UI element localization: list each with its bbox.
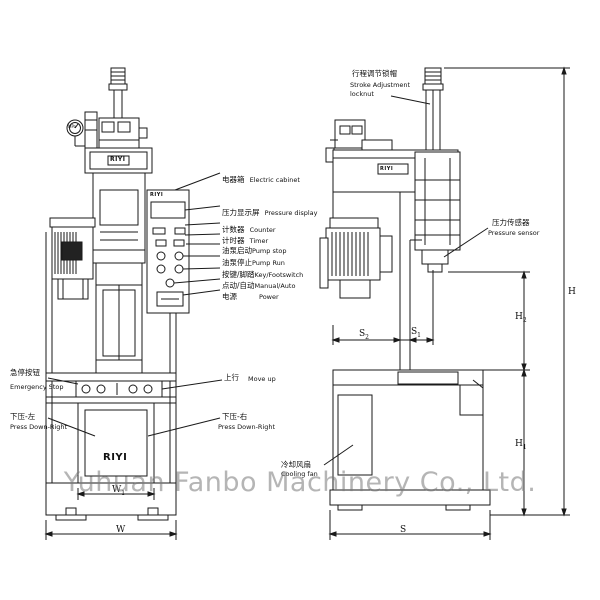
brand-badge-front-top: RIYI — [110, 156, 126, 163]
press-down-left-label-en: Press Down-Right — [10, 423, 68, 431]
panel-label-pump-stop: 油泵启动Pump stop — [222, 246, 287, 255]
pressure-gauge-icon — [66, 119, 90, 147]
company-watermark: Yuhuan Fanbo Machinery Co., Ltd. — [63, 467, 537, 498]
dimension-h1: H1 — [515, 439, 527, 451]
brand-badge-front-bottom: RIYI — [103, 452, 128, 463]
stroke-adjust-label-en-1: Stroke Adjustment — [350, 81, 411, 89]
panel-label-timer: 计时器 Timer — [222, 236, 269, 245]
stroke-adjust-label-zh: 行程调节锁帽 — [352, 69, 397, 78]
brand-badge-side: RIYI — [380, 166, 394, 172]
dimension-s2: S2 — [359, 329, 369, 341]
press-down-left-label-zh: 下压-左 — [10, 412, 36, 421]
dimension-h2: H2 — [515, 312, 527, 324]
panel-label-manual-auto: 点动/自动Manual/Auto — [222, 281, 296, 290]
side-view — [319, 66, 570, 540]
dimension-w1: W1 — [112, 485, 126, 497]
control-panel — [146, 172, 221, 314]
panel-label-counter: 计数器 Counter — [222, 225, 276, 234]
panel-label-key-footswitch: 按键/脚踏Key/Footswitch — [222, 270, 304, 279]
emergency-stop-label-en: Emergency Stop — [10, 383, 64, 391]
cooling-fan-label-en: Cooling fan — [281, 470, 318, 478]
panel-label-pump-run: 油泵停止Pump Run — [222, 258, 285, 267]
gauge-marking: MPa — [68, 124, 77, 129]
dimension-s1: S1 — [411, 327, 421, 339]
dimension-w: W — [116, 525, 126, 535]
press-down-right-label-en: Press Down-Right — [218, 423, 276, 431]
press-down-right-label-zh: 下压-右 — [222, 412, 248, 421]
panel-brand: RIYI — [150, 192, 164, 198]
move-up-label-zh: 上行 — [224, 373, 239, 382]
dimension-s: S — [400, 525, 407, 535]
panel-label-electric-cabinet: 电器箱 Electric cabinet — [222, 175, 300, 184]
panel-label-pressure-display: 压力显示屏 Pressure display — [222, 208, 318, 217]
dimension-h: H — [568, 287, 576, 297]
pressure-sensor-label-zh: 压力传感器 — [492, 218, 530, 227]
pressure-sensor-label-en: Pressure sensor — [488, 229, 540, 237]
emergency-stop-label-zh: 急停按钮 — [10, 368, 40, 377]
move-up-label-en: Move up — [248, 375, 276, 383]
stroke-adjust-label-en-2: locknut — [350, 90, 374, 98]
cooling-fan-label-zh: 冷却风扇 — [281, 460, 311, 469]
